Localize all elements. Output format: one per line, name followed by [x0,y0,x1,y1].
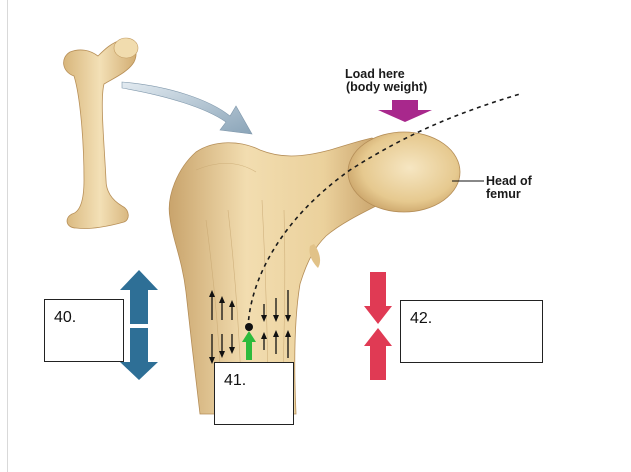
load-path-dashed-line [247,93,521,329]
compression-double-arrow [364,272,392,380]
answer-box-41[interactable]: 41. [214,362,294,425]
lower-right-up-arrows [261,330,291,358]
stress-arrows [209,290,291,364]
answer-box-40[interactable]: 40. [44,299,124,362]
upper-left-up-arrows [209,290,235,320]
neutral-axis-point [245,323,253,331]
load-label-line2: (body weight) [346,80,428,94]
lower-left-down-arrows [209,334,235,364]
green-arrow [242,331,256,360]
load-label-line1: Load here [345,67,405,81]
answer-number-41: 41. [224,372,247,389]
answer-number-42: 42. [410,310,433,327]
answer-number-40: 40. [54,309,77,326]
zoom-pointer-arrow [121,81,253,135]
load-arrow [378,100,432,122]
proximal-femur [168,131,461,415]
whole-femur-thumbnail [63,37,139,229]
tension-double-arrow [120,270,158,380]
left-page-rule [7,0,8,472]
head-label-line2: femur [486,187,521,201]
upper-right-down-arrows [261,290,291,322]
head-label-line1: Head of [486,174,532,188]
answer-box-42[interactable]: 42. [400,300,543,363]
